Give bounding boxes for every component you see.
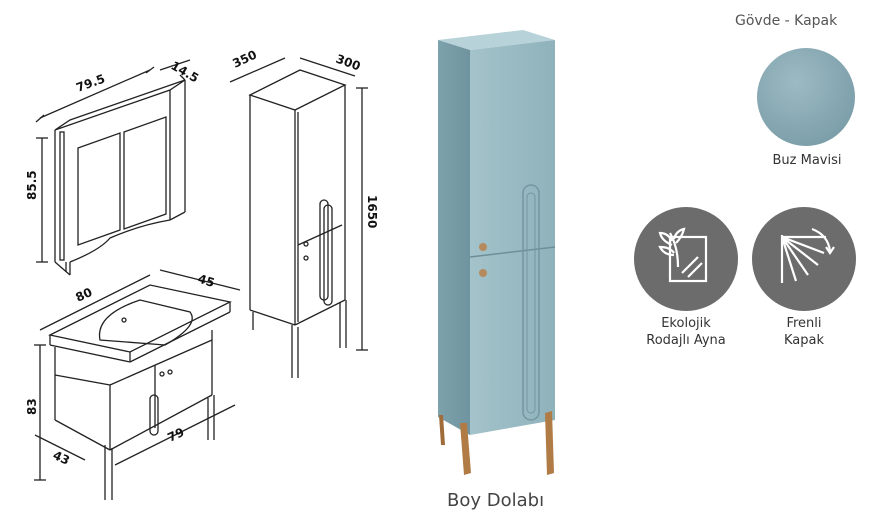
swatch-title: Gövde - Kapak [735,13,838,29]
mirror-cabinet-drawing [54,74,186,276]
feature-line2: Rodajlı Ayna [646,333,726,348]
feature-badge-soft-close [752,207,856,311]
color-swatch [757,48,855,146]
soft-close-icon [780,227,835,283]
dim-vanity-leg-depth: 43 [51,448,72,468]
dim-vanity-width: 80 [73,285,94,305]
feature-label-eco-mirror: Ekolojik Rodajlı Ayna [621,315,751,349]
eco-mirror-icon [658,227,708,283]
dim-vanity-height: 83 [25,398,39,415]
dim-tall-width: 350 [230,47,259,70]
swatch-label: Buz Mavisi [772,153,842,168]
vanity-drawing [48,284,232,500]
technical-drawings: 79.5 14.5 85.5 350 300 1650 80 45 83 43 … [25,47,379,500]
feature-line1: Frenli [786,316,822,331]
dim-tall-height: 1650 [365,195,379,228]
product-caption: Boy Dolabı [447,490,545,511]
dim-vanity-body-width: 79 [165,425,186,445]
feature-line2: Kapak [783,333,824,348]
dim-vanity-depth: 45 [196,272,216,290]
feature-badge-eco-mirror [634,207,738,311]
tall-cabinet-render [438,30,556,475]
dim-mirror-height: 85.5 [25,170,39,200]
feature-label-soft-close: Frenli Kapak [739,315,869,349]
tall-cabinet-drawing [248,69,347,378]
feature-line1: Ekolojik [661,316,711,331]
